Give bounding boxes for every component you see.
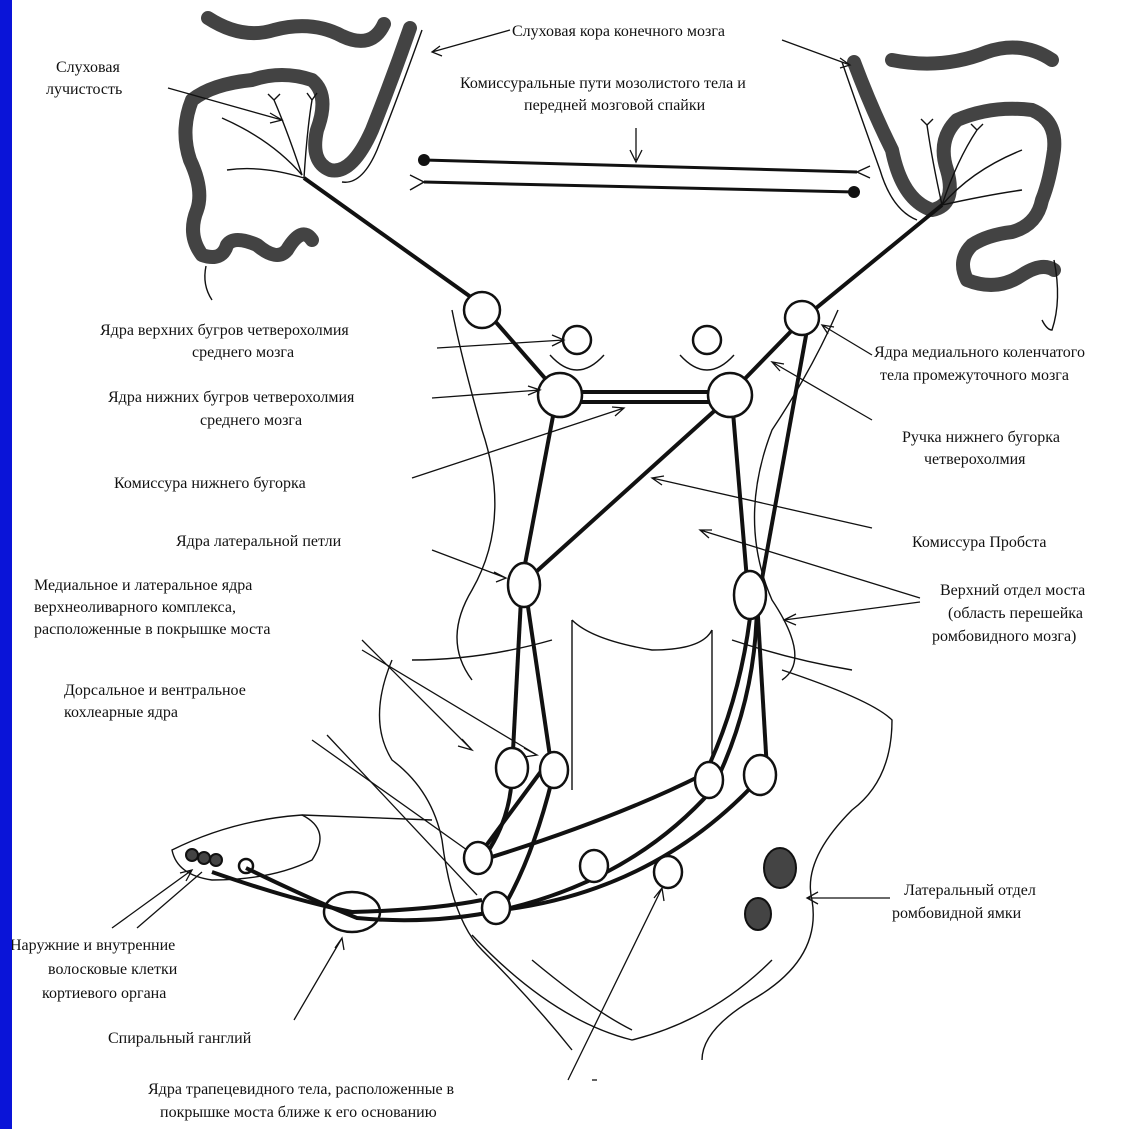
left-cortex — [185, 18, 422, 300]
nucleus-inferior-colliculus-right — [708, 373, 752, 417]
nucleus-mgb-left — [464, 292, 500, 328]
label-auditory-cortex: Слуховая кора конечного мозга — [512, 23, 725, 40]
label-upper-pons-line1: Верхний отдел моста — [940, 582, 1085, 599]
right-radiation-fibers — [921, 119, 1022, 205]
label-trapezoid-line2: покрышке моста ближе к его основанию — [160, 1104, 437, 1121]
label-superior-olive-line2: верхнеоливарного комплекса, — [34, 599, 236, 616]
label-hair-cells-line3: кортиевого органа — [42, 985, 166, 1002]
label-commissural-line1: Комиссуральные пути мозолистого тела и — [460, 75, 746, 92]
label-radiation-line2: лучистость — [46, 81, 122, 98]
cochlea — [172, 815, 432, 880]
label-trapezoid-line1: Ядра трапецевидного тела, расположенные … — [148, 1081, 455, 1098]
label-inferior-commissure: Комиссура нижнего бугорка — [114, 475, 306, 492]
nucleus-inferior-colliculus-left — [538, 373, 582, 417]
auditory-pathway-diagram: Слуховая кора конечного мозга Слуховая л… — [12, 0, 1128, 1129]
nucleus-fossa-upper — [764, 848, 796, 888]
label-commissural-line2: передней мозговой спайки — [524, 97, 706, 114]
label-cochlear-nuclei-line2: кохлеарные ядра — [64, 704, 178, 721]
leader-lines — [112, 30, 920, 1080]
label-probst: Комиссура Пробста — [912, 534, 1046, 551]
nucleus-lateral-lemniscus-right — [734, 571, 766, 619]
label-superior-colliculi-line2: среднего мозга — [192, 344, 294, 361]
left-radiation-fibers — [222, 93, 317, 178]
commissural-fibers — [410, 128, 870, 198]
nucleus-trapezoid-right — [654, 856, 682, 888]
labels: Слуховая кора конечного мозга Слуховая л… — [12, 23, 1085, 1121]
label-lateral-fossa-line1: Латеральный отдел — [904, 882, 1036, 899]
label-lateral-lemniscus: Ядра латеральной петли — [176, 533, 342, 550]
nuclei — [464, 292, 819, 930]
label-hair-cells-line1: Наружние и внутренние — [12, 937, 175, 954]
label-radiation-line1: Слуховая — [56, 59, 120, 76]
label-spiral-ganglion: Спиральный ганглий — [108, 1030, 252, 1047]
nucleus-cochlear-right — [744, 755, 776, 795]
diagram-canvas: Слуховая кора конечного мозга Слуховая л… — [12, 0, 1128, 1129]
label-cochlear-nuclei-line1: Дорсальное и вентральное — [64, 682, 246, 699]
label-superior-colliculi-line1: Ядра верхних бугров четверохолмия — [100, 322, 349, 339]
brainstem-outline — [380, 310, 893, 1060]
nucleus-lateral-lemniscus-left — [508, 563, 540, 607]
right-cortex — [842, 48, 1058, 331]
nucleus-mgb-right — [785, 301, 819, 335]
label-upper-pons-line2: (область перешейка — [948, 605, 1083, 622]
label-brachium-line1: Ручка нижнего бугорка — [902, 429, 1060, 446]
label-upper-pons-line3: ромбовидного мозга) — [932, 628, 1076, 645]
label-medial-geniculate-line1: Ядра медиального коленчатого — [874, 344, 1085, 361]
nucleus-olive-right — [695, 762, 723, 798]
nucleus-ventral-cochlear — [540, 752, 568, 788]
nucleus-trapezoid-mid — [580, 850, 608, 882]
nucleus-dorsal-cochlear — [496, 748, 528, 788]
label-hair-cells-line2: волосковые клетки — [48, 961, 178, 978]
label-superior-olive-line1: Медиальное и латеральное ядра — [34, 577, 252, 594]
label-brachium-line2: четверохолмия — [924, 451, 1026, 468]
nucleus-fossa-lower — [745, 898, 771, 930]
label-inferior-colliculi-line2: среднего мозга — [200, 412, 302, 429]
label-lateral-fossa-line2: ромбовидной ямки — [892, 905, 1022, 922]
label-medial-geniculate-line2: тела промежуточного мозга — [880, 367, 1069, 384]
nucleus-superior-colliculus-left — [563, 326, 591, 354]
nucleus-trapezoid-left — [482, 892, 510, 924]
label-inferior-colliculi-line1: Ядра нижних бугров четверохолмия — [108, 389, 355, 406]
nucleus-superior-colliculus-right — [693, 326, 721, 354]
label-superior-olive-line3: расположенные в покрышке моста — [34, 621, 270, 638]
nucleus-olive-left — [464, 842, 492, 874]
